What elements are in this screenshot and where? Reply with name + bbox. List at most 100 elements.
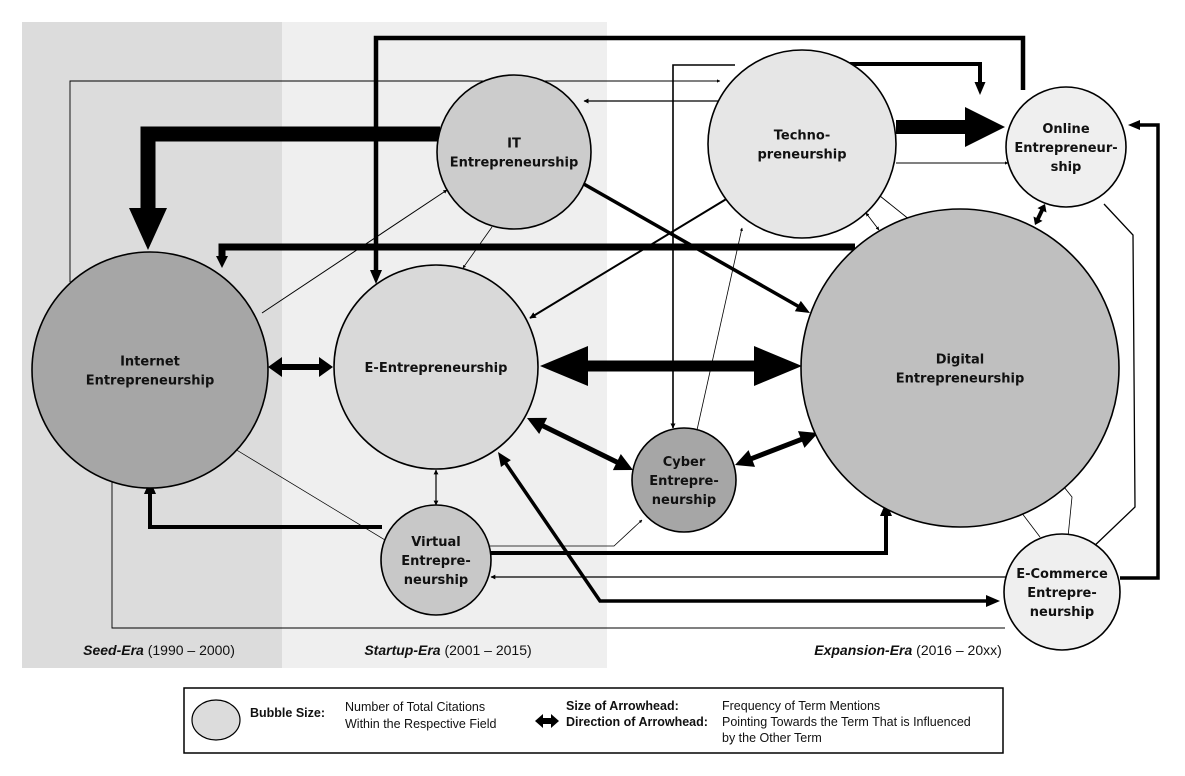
arrowhead (794, 300, 810, 313)
edge-e_ent-to-cyber (527, 417, 633, 471)
node-label: neurship (652, 493, 717, 508)
edge-techno-to-cyber (670, 64, 735, 429)
node-label: preneurship (757, 148, 846, 163)
arrowhead (754, 346, 802, 386)
arrowhead (965, 107, 1005, 147)
edge-digital-to-internet (216, 243, 855, 268)
arrowhead (1037, 204, 1047, 213)
node-label: Online (1042, 122, 1089, 137)
edge-cyber-to-techno (696, 227, 743, 431)
nodes-layer: InternetEntrepreneurshipE-Entrepreneursh… (31, 49, 1127, 651)
bubble (707, 49, 897, 239)
node-label: Digital (936, 353, 984, 368)
bubble (333, 264, 539, 470)
node-techno: Techno-preneurship (707, 49, 897, 239)
legend-box (183, 687, 1004, 754)
edge-virtual-to-internet (229, 445, 386, 541)
edge-it-to-e_ent (462, 226, 493, 269)
arrowhead (129, 208, 167, 250)
arrowhead (1128, 120, 1140, 130)
edge-cyber-to-digital (735, 431, 818, 467)
arrowhead (797, 431, 818, 448)
circle-icon (191, 699, 241, 741)
edge-online-to-ecommerce (1089, 203, 1136, 551)
edge-techno-to-online (850, 62, 986, 95)
node-label: Entrepreneurship (86, 374, 215, 389)
legend-arrow-size-desc: Frequency of Term Mentions (722, 699, 880, 713)
bubble (380, 504, 492, 616)
node-label: Entrepre- (1027, 586, 1097, 601)
node-label: neurship (404, 573, 469, 588)
node-label: Entrepreneurship (450, 156, 579, 171)
legend-bubble-title: Bubble Size: (250, 706, 325, 720)
edge-ecommerce-to-online (1120, 120, 1160, 580)
legend-arrow-dir-desc-1: Pointing Towards the Term That is Influe… (722, 715, 971, 729)
edge-it-to-internet (129, 126, 440, 250)
node-label: Cyber (663, 455, 706, 470)
node-label: Entrepreneurship (896, 372, 1025, 387)
legend-arrow-dir-title: Direction of Arrowhead: (566, 715, 708, 729)
node-label: E-Commerce (1016, 567, 1108, 582)
bubble (1005, 86, 1127, 208)
legend-bubble-desc-2: Within the Respective Field (345, 717, 497, 731)
edge-e_ent-to-ecommerce (498, 452, 1000, 607)
arrowhead (268, 357, 282, 377)
connector-line (879, 195, 911, 221)
node-e_ent: E-Entrepreneurship (333, 264, 539, 470)
node-label: Techno- (774, 129, 831, 144)
bubble (631, 427, 737, 533)
edge-online-to-e_ent (370, 35, 1026, 284)
edge-virtual-to-cyber (490, 519, 643, 547)
edge-online-to-digital (1033, 204, 1047, 225)
bubble (31, 251, 269, 489)
node-label: ship (1051, 160, 1082, 175)
era-label-seed: Seed-Era (1990 – 2000) (83, 642, 235, 658)
era-label-startup: Startup-Era (2001 – 2015) (364, 642, 531, 658)
node-label: neurship (1030, 605, 1095, 620)
legend-arrow-dir-desc-2: by the Other Term (722, 731, 822, 745)
edge-internet-to-e_ent (268, 357, 333, 377)
node-label: Internet (120, 355, 180, 370)
edge-techno-to-digital (865, 212, 880, 231)
bubble (1003, 533, 1121, 651)
edge-digital-to-ecommerce (1063, 486, 1073, 538)
edge-it-to-digital (581, 181, 810, 313)
arrowhead (974, 82, 986, 95)
edge-internet-to-it (261, 189, 448, 314)
edge-techno-to-online (896, 107, 1005, 147)
double-arrow-icon (535, 714, 559, 728)
arrowhead (319, 357, 333, 377)
arrowhead (612, 453, 633, 471)
legend-arrow-size-title: Size of Arrowhead: (566, 699, 679, 713)
edges-layer (69, 35, 1160, 629)
edge-ecommerce-to-internet (110, 477, 1005, 629)
arrowhead (540, 346, 588, 386)
node-label: Entrepreneur- (1014, 141, 1117, 156)
arrowhead (527, 417, 548, 435)
node-label: E-Entrepreneurship (365, 361, 508, 376)
arrowhead (1033, 216, 1043, 225)
arrowhead (216, 256, 228, 268)
legend: Bubble Size: Number of Total Citations W… (183, 687, 1004, 754)
arrowhead (735, 450, 756, 467)
bubble (800, 208, 1120, 528)
node-label: Entrepre- (401, 554, 471, 569)
arrowhead (986, 595, 1000, 607)
arrowhead (370, 270, 382, 284)
node-it: IT Entrepreneurship (436, 74, 592, 230)
node-label: Virtual (411, 535, 460, 550)
bubble (436, 74, 592, 230)
node-label: IT (507, 137, 521, 152)
legend-bubble-desc-1: Number of Total Citations (345, 700, 485, 714)
edge-e_ent-to-digital (540, 346, 802, 386)
node-label: Entrepre- (649, 474, 719, 489)
arrowhead (498, 452, 511, 467)
edge-techno-to-e_ent (529, 197, 729, 319)
